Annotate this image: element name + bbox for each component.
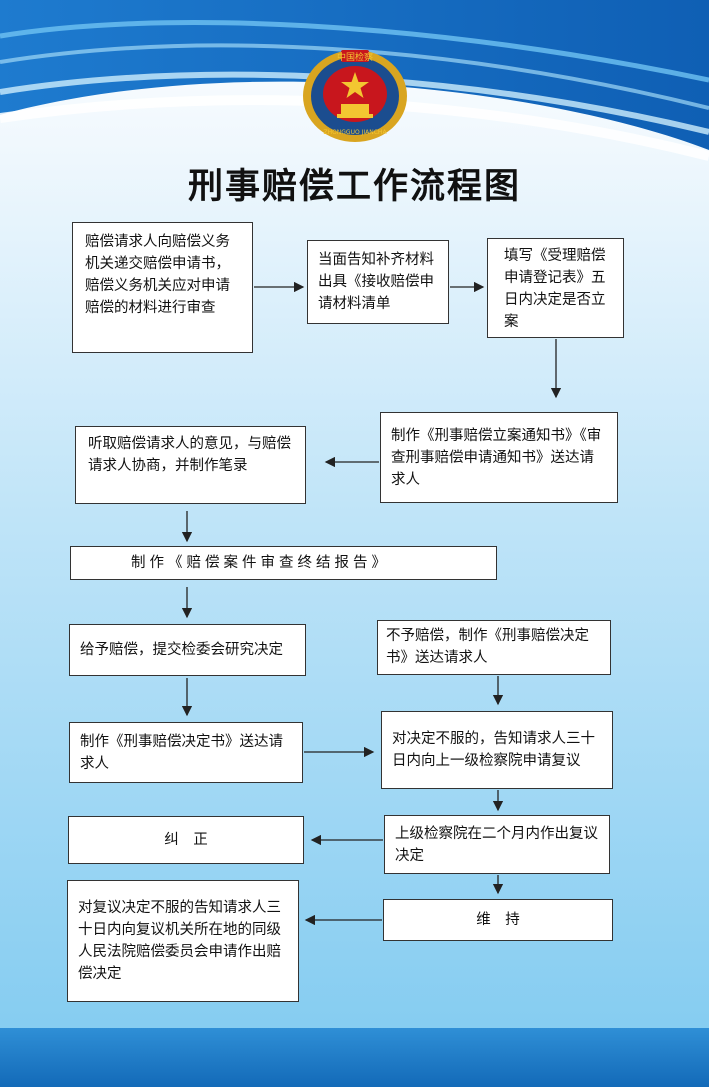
step-register-form: 填写《受理赔偿申请登记表》五日内决定是否立案: [487, 238, 624, 338]
step-notify-supplement: 当面告知补齐材料出具《接收赔偿申请材料清单: [307, 240, 449, 324]
step-final-report: 制作《赔偿案件审查终结报告》: [70, 546, 497, 580]
step-text: 对决定不服的，告知请求人三十日内向上一级检察院申请复议: [392, 731, 595, 769]
step-text: 制作《赔偿案件审查终结报告》: [131, 555, 390, 571]
step-maintain: 维 持: [383, 899, 613, 941]
procuratorate-emblem: 中国检察 ZHONGGUO JIANCHA: [303, 50, 407, 142]
emblem-text-ring: ZHONGGUO JIANCHA: [323, 129, 387, 136]
step-text: 制作《刑事赔偿立案通知书》《审查刑事赔偿申请通知书》送达请求人: [391, 427, 602, 488]
step-text: 当面告知补齐材料出具《接收赔偿申请材料清单: [318, 252, 434, 312]
step-text: 赔偿请求人向赔偿义务机关递交赔偿申请书，赔偿义务机关应对申请赔偿的材料进行审查: [85, 234, 230, 316]
step-text: 制作《刑事赔偿决定书》送达请求人: [80, 733, 283, 772]
step-hear-opinion: 听取赔偿请求人的意见，与赔偿请求人协商，并制作笔录: [75, 426, 306, 504]
step-reconsideration-decision: 上级检察院在二个月内作出复议决定: [384, 815, 610, 874]
step-grant-compensation: 给予赔偿，提交检委会研究决定: [69, 624, 306, 676]
step-text: 给予赔偿，提交检委会研究决定: [80, 642, 283, 658]
step-text: 上级检察院在二个月内作出复议决定: [395, 825, 598, 864]
page-title: 刑事赔偿工作流程图: [187, 167, 521, 207]
step-text: 听取赔偿请求人的意见，与赔偿请求人协商，并制作笔录: [88, 436, 291, 474]
step-filing-notice: 制作《刑事赔偿立案通知书》《审查刑事赔偿申请通知书》送达请求人: [380, 412, 618, 503]
step-text: 不予赔偿，制作《刑事赔偿决定书》送达请求人: [386, 628, 589, 666]
step-text: 维 持: [476, 912, 520, 928]
step-decision-letter: 制作《刑事赔偿决定书》送达请求人: [69, 722, 303, 783]
emblem-text-top: 中国检察: [337, 51, 373, 63]
footer-bar: [0, 1028, 709, 1087]
step-deny-compensation: 不予赔偿，制作《刑事赔偿决定书》送达请求人: [377, 620, 611, 675]
step-text: 对复议决定不服的告知请求人三十日内向复议机关所在地的同级人民法院赔偿委员会申请作…: [78, 900, 281, 982]
step-correct: 纠 正: [68, 816, 304, 864]
step-court-application: 对复议决定不服的告知请求人三十日内向复议机关所在地的同级人民法院赔偿委员会申请作…: [67, 880, 299, 1002]
step-submit-application: 赔偿请求人向赔偿义务机关递交赔偿申请书，赔偿义务机关应对申请赔偿的材料进行审查: [72, 222, 253, 353]
step-apply-reconsideration: 对决定不服的，告知请求人三十日内向上一级检察院申请复议: [381, 711, 613, 789]
step-text: 纠 正: [164, 832, 208, 848]
step-text: 填写《受理赔偿申请登记表》五日内决定是否立案: [504, 248, 606, 330]
